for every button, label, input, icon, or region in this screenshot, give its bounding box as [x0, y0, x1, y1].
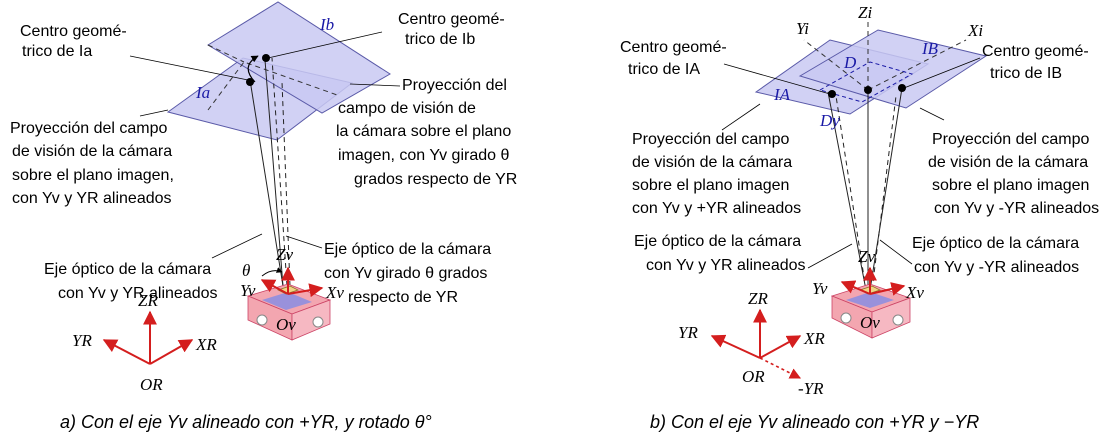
label-xv-b: Xv: [905, 283, 924, 302]
center-a-line1: Centro geomé-: [20, 23, 127, 40]
label-yi: Yi: [796, 19, 809, 38]
panel-b: Centro geomé- trico de IA Centro geomé- …: [620, 3, 1099, 432]
svg-text:Eje óptico de la cámara: Eje óptico de la cámara: [912, 235, 1079, 252]
proj-neg-text: Proyección del campo de visión de la cám…: [928, 131, 1099, 217]
ref-axis-x-b: [759, 335, 802, 359]
svg-text:sobre el plano imagen: sobre el plano imagen: [932, 177, 1089, 194]
panel-a: Centro geomé- trico de Ia Centro geomé- …: [10, 1, 517, 432]
ref-axis-x-a: [149, 339, 194, 365]
ref-axis-y-a: [102, 339, 151, 365]
label-xv-a: Xv: [325, 283, 344, 302]
ref-axis-negy-b: [759, 357, 802, 379]
label-xi: Xi: [967, 21, 983, 40]
svg-text:Proyección del campo: Proyección del campo: [10, 120, 168, 137]
center-b-line2: trico de Ib: [405, 31, 475, 48]
center-origin-b: [864, 86, 872, 94]
svg-text:de visión de la cámara: de visión de la cámara: [928, 154, 1088, 171]
caption-b: b) Con el eje Yv alineado con +YR y −YR: [650, 412, 979, 432]
label-ia: Ia: [195, 83, 210, 102]
label-zv-b: Zv: [858, 247, 875, 266]
svg-text:Eje óptico de la cámara: Eje óptico de la cámara: [44, 261, 211, 278]
svg-text:campo de visión de: campo de visión de: [338, 100, 476, 117]
svg-text:Eje óptico de la cámara: Eje óptico de la cámara: [324, 241, 491, 258]
center-b-b-line1: Centro geomé-: [982, 43, 1089, 60]
svg-text:con Yv y YR alineados: con Yv y YR alineados: [58, 285, 218, 302]
svg-text:imagen, con Yv girado θ: imagen, con Yv girado θ: [338, 147, 509, 164]
svg-text:con Yv y -YR alineados: con Yv y -YR alineados: [934, 200, 1099, 217]
label-theta: θ: [242, 261, 250, 280]
svg-text:Proyección del: Proyección del: [402, 77, 507, 94]
label-or-a: OR: [140, 375, 163, 394]
axis-rot-text: Eje óptico de la cámara con Yv girado θ …: [324, 241, 491, 306]
svg-text:de visión de la cámara: de visión de la cámara: [632, 154, 792, 171]
label-ov-a: Ov: [276, 315, 296, 334]
label-yr-b: YR: [678, 323, 698, 342]
label-zi: Zi: [858, 3, 872, 22]
center-a-b-line2: trico de IA: [628, 61, 700, 78]
axis-pos-text: Eje óptico de la cámara con Yv y YR alin…: [634, 233, 806, 274]
svg-text:con Yv girado θ grados: con Yv girado θ grados: [324, 265, 487, 282]
ref-axis-y-b: [710, 334, 761, 359]
axis-neg-text: Eje óptico de la cámara con Yv y -YR ali…: [912, 235, 1079, 276]
center-a-line2: trico de Ia: [22, 43, 92, 60]
center-ia-b: [828, 90, 836, 98]
center-ib: [262, 54, 270, 62]
svg-text:grados respecto de YR: grados respecto de YR: [354, 171, 517, 188]
svg-text:con Yv y YR alineados: con Yv y YR alineados: [12, 190, 172, 207]
label-xr-a: XR: [195, 335, 217, 354]
svg-text:con Yv y -YR alineados: con Yv y -YR alineados: [914, 259, 1079, 276]
axis-aligned-text: Eje óptico de la cámara con Yv y YR alin…: [44, 261, 218, 302]
label-yr-a: YR: [72, 331, 92, 350]
svg-text:con Yv y +YR alineados: con Yv y +YR alineados: [632, 200, 801, 217]
label-yv-b: Yv: [812, 279, 828, 298]
proj-aligned-text: Proyección del campo de visión de la cám…: [10, 120, 174, 207]
svg-text:Proyección del campo: Proyección del campo: [932, 131, 1090, 148]
label-zr-b: ZR: [748, 289, 768, 308]
label-zv-a: Zv: [276, 245, 293, 264]
proj-pos-text: Proyección del campo de visión de la cám…: [632, 131, 801, 217]
caption-a: a) Con el eje Yv alineado con +YR, y rot…: [60, 412, 432, 432]
plane-ib: [207, 1, 391, 114]
label-or-b: OR: [742, 367, 765, 386]
center-a-b-line1: Centro geomé-: [620, 39, 727, 56]
label-xr-b: XR: [803, 329, 825, 348]
label-d: D: [843, 53, 857, 72]
svg-text:respecto de YR: respecto de YR: [348, 289, 458, 306]
label-negyr-b: -YR: [798, 379, 824, 398]
label-ia-b: IA: [773, 85, 791, 104]
svg-text:sobre el plano imagen,: sobre el plano imagen,: [12, 167, 174, 184]
center-b-b-line2: trico de IB: [990, 65, 1062, 82]
label-zr-a: ZR: [138, 291, 158, 310]
svg-text:Eje óptico de la cámara: Eje óptico de la cámara: [634, 233, 801, 250]
label-yv-a: Yv: [240, 281, 256, 300]
svg-text:de visión de la cámara: de visión de la cámara: [12, 143, 172, 160]
svg-text:la cámara sobre el plano: la cámara sobre el plano: [336, 123, 511, 140]
label-dy: Dy: [819, 111, 840, 130]
label-ib-b: IB: [921, 39, 939, 58]
svg-text:sobre el plano imagen: sobre el plano imagen: [632, 177, 789, 194]
svg-text:Proyección del campo: Proyección del campo: [632, 131, 790, 148]
label-ov-b: Ov: [860, 313, 880, 332]
center-ib-b: [898, 84, 906, 92]
svg-text:con Yv y YR alineados: con Yv y YR alineados: [646, 257, 806, 274]
center-b-line1: Centro geomé-: [398, 11, 505, 28]
proj-rot-text: Proyección del campo de visión de la cám…: [336, 77, 517, 188]
label-ib: Ib: [319, 15, 334, 34]
